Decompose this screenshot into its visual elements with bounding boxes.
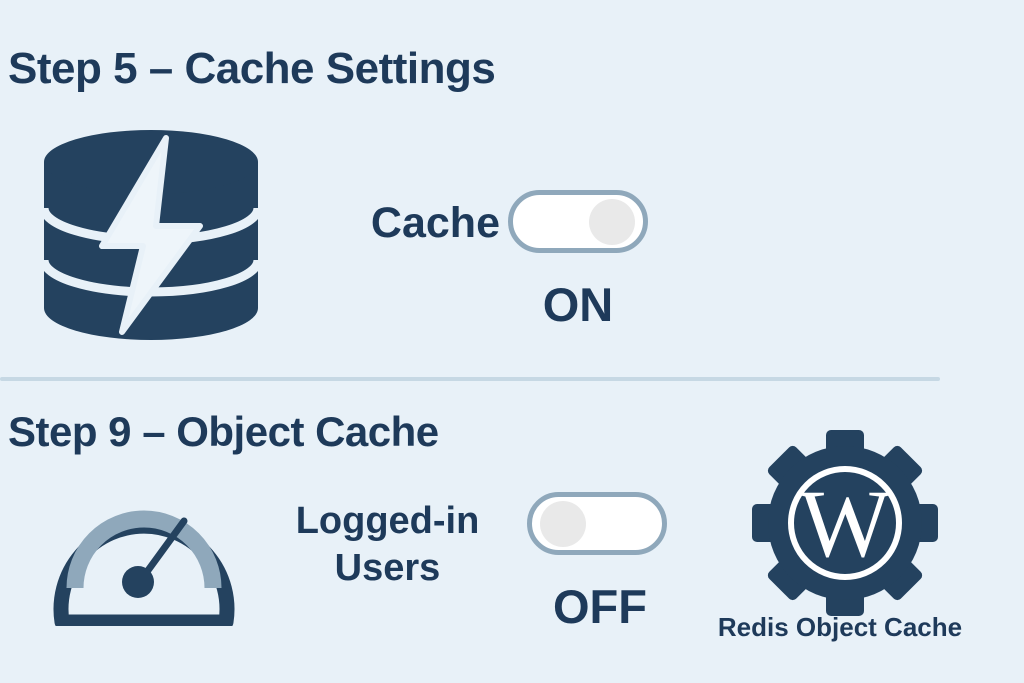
setting-label-cache: Cache xyxy=(370,199,500,247)
svg-text:W: W xyxy=(800,470,891,577)
setting-label-line1: Logged-in xyxy=(295,500,480,542)
database-lightning-icon xyxy=(44,130,258,340)
toggle-knob xyxy=(589,198,635,245)
wordpress-gear-icon: W xyxy=(752,430,938,616)
plugin-caption-redis-object-cache: Redis Object Cache xyxy=(717,612,963,642)
toggle-switch-logged-in-users[interactable] xyxy=(527,492,667,555)
setting-label-logged-in-users: Logged-in Users xyxy=(275,498,500,592)
toggle-state-label-logged-in-users: OFF xyxy=(553,580,647,633)
toggle-knob xyxy=(540,500,586,547)
section-heading-step5: Step 5 – Cache Settings xyxy=(8,44,496,93)
toggle-switch-cache[interactable] xyxy=(508,190,648,253)
toggle-state-label-cache: ON xyxy=(542,278,614,331)
section-heading-step9: Step 9 – Object Cache xyxy=(8,408,439,455)
setting-label-line2: Users xyxy=(334,547,441,589)
section-divider xyxy=(0,377,940,381)
speedometer-gauge-icon xyxy=(53,510,235,626)
